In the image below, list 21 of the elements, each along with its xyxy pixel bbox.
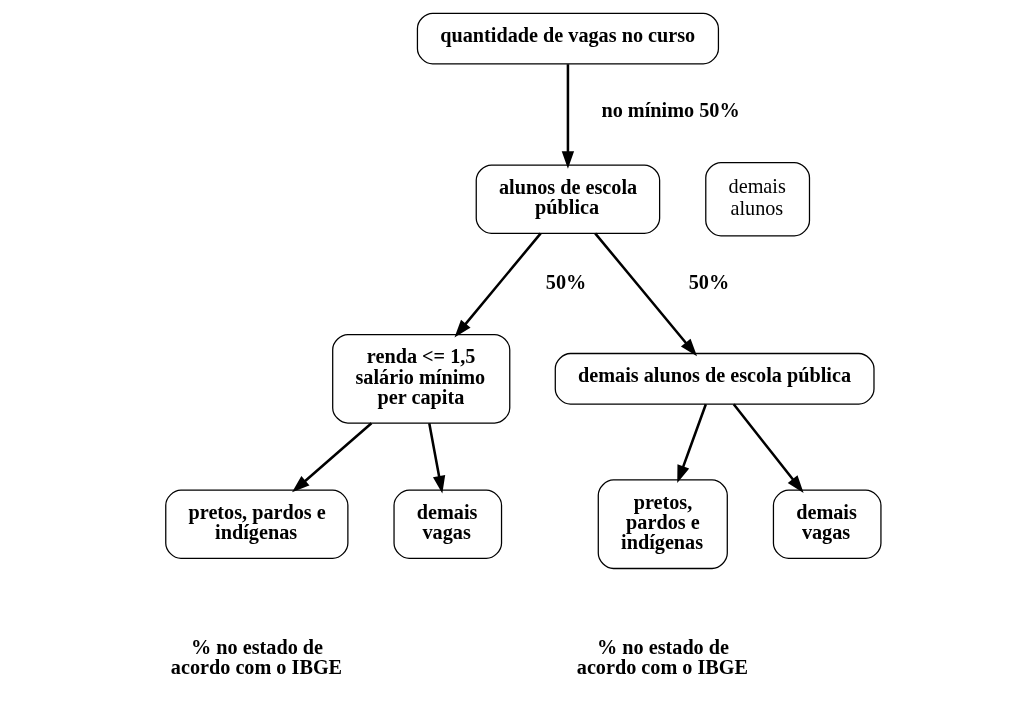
arrow [454,232,542,338]
node-box: demais vagas [772,489,882,559]
edge-label: no mínimo 50% [601,98,740,121]
arrow [428,423,446,494]
edge-label: 50% [545,270,587,293]
node-box: renda <= 1,5 salário mínimo per capita [332,333,511,424]
node-label: % no estado de acordo com o IBGE [576,636,749,679]
node-box: demais alunos [705,161,811,237]
arrow [561,64,575,169]
arrow [594,232,698,357]
arrow [732,403,804,493]
node-box: quantidade de vagas no curso [416,12,720,65]
node-box: alunos de escola pública [475,164,661,234]
arrow [677,403,708,484]
node-label: % no estado de acordo com o IBGE [170,636,343,679]
arrow [292,422,373,493]
node-box: pretos, pardos e indígenas [597,479,728,570]
node-box: demais vagas [393,489,503,559]
node-box: demais alunos de escola pública [554,352,875,405]
node-box: pretos, pardos e indígenas [165,489,349,559]
edge-label: 50% [688,270,730,293]
